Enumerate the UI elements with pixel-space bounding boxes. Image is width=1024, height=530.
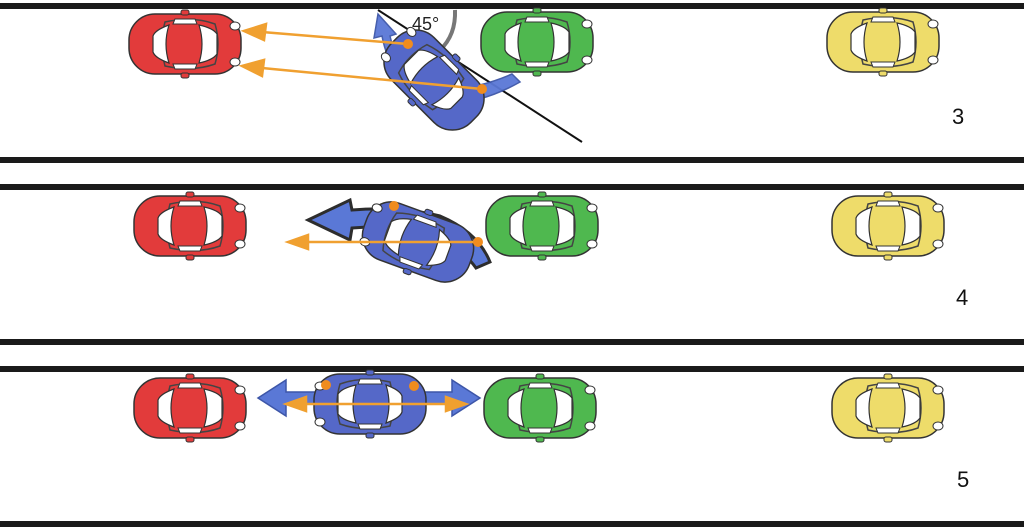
yellow-car-icon [831,191,945,261]
pivot-dot [389,201,399,211]
orange-arrows [282,395,470,413]
green-car-icon [485,191,599,261]
pivot-dot [409,381,419,391]
step-label: 5 [957,467,969,492]
orange-arrows [238,22,483,91]
pivot-dot [321,380,331,390]
red-car-icon [128,9,242,79]
yellow-car-icon [831,373,945,443]
pivot-dot [473,237,483,247]
panel-step-5: 5 [133,369,969,492]
red-car-icon [133,373,247,443]
step-label: 4 [956,285,968,310]
lane-lines [0,3,1024,527]
angle-arc [438,9,458,52]
panel-step-3: 45° 3 [128,7,964,145]
yellow-car-icon [826,7,940,77]
green-car-icon [483,373,597,443]
step-label: 3 [952,104,964,129]
angle-label: 45° [412,14,439,34]
panel-step-4: 4 [133,190,968,310]
red-car-icon [133,191,247,261]
green-car-icon [480,7,594,77]
pivot-dot [403,39,413,49]
pivot-dot [477,84,487,94]
orange-arrows [284,233,478,251]
